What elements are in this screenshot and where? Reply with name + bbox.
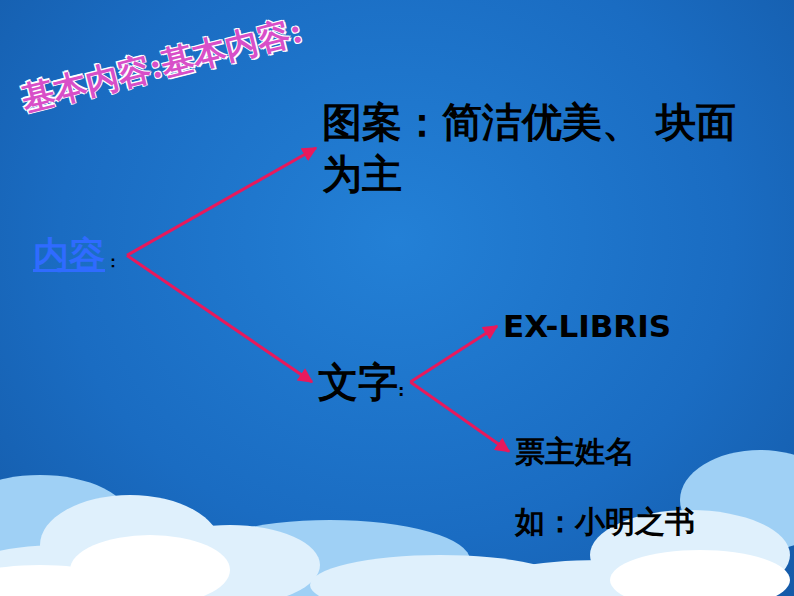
node-text: EX-LIBRIS — [503, 308, 671, 344]
leaf-text: 票主姓名 — [515, 432, 635, 471]
arrow-connector — [410, 382, 509, 452]
root-term: 内容： — [33, 232, 121, 279]
colon-mark: ： — [105, 252, 121, 271]
node-text: 图案：简洁优美、 块面为主 — [322, 96, 762, 200]
colon-mark: : — [398, 381, 404, 400]
node-text: 票主姓名 — [515, 434, 635, 469]
example-note: 如：小明之书 — [515, 502, 695, 543]
arrow-connector — [410, 326, 497, 382]
arrow-connector — [127, 255, 312, 382]
branch-text: 文字: — [318, 356, 404, 408]
node-text: 文字 — [318, 359, 398, 405]
arrow-connector — [127, 148, 316, 255]
branch-text: 图案：简洁优美、 块面为主 — [322, 96, 762, 200]
leaf-text: EX-LIBRIS — [503, 306, 671, 346]
wordart-title: 基本内容:基本内容: — [17, 9, 308, 122]
node-text: 内容 — [33, 234, 105, 275]
